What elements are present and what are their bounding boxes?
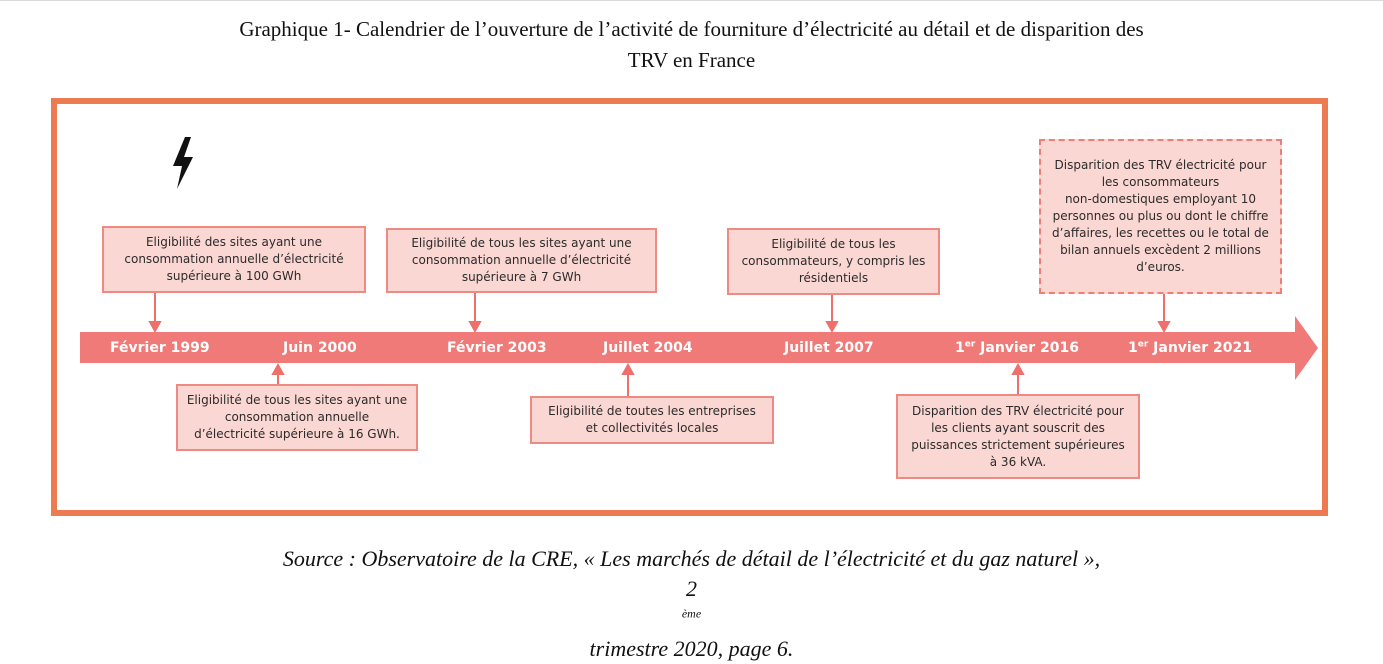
date-fevrier-1999: Février 1999 <box>110 340 210 356</box>
source-line-1: Source : Observatoire de la CRE, « Les m… <box>282 546 1101 571</box>
event-box-2016-line: les clients ayant souscrit des <box>931 420 1105 435</box>
event-box-2021-line: bilan annuels excèdent 2 millions <box>1060 243 1261 257</box>
connector-1999-head <box>148 321 162 334</box>
date-janvier-2016-sup: er <box>964 339 976 350</box>
event-box-2007-line: résidentiels <box>798 271 869 285</box>
figure-title-line-2: TRV en France <box>627 48 756 72</box>
timeline-graphic <box>80 292 1318 396</box>
event-box-2000-line: consommation annuelle <box>224 410 370 424</box>
connector-2000-head <box>271 362 285 375</box>
connector-2016-head <box>1011 362 1025 375</box>
event-box-1999-line: consommation annuelle d’électricité <box>124 252 344 266</box>
date-juillet-2007: Juillet 2007 <box>784 340 874 356</box>
date-juillet-2004: Juillet 2004 <box>603 340 693 356</box>
event-box-2021-line: Disparition des TRV électricité pour <box>1054 158 1267 172</box>
event-box-2021-line: d’affaires, les recettes ou le total de <box>1052 226 1269 240</box>
source-line-2-rest: trimestre 2020, page 6. <box>589 636 794 661</box>
event-box-2004: Eligibilité de toutes les entreprises et… <box>530 396 774 444</box>
date-janvier-2016-day: 1 <box>955 340 965 356</box>
source-line-2: 2 ème trimestre 2020, page 6. <box>0 574 1383 664</box>
date-janvier-2021-rest: Janvier 2021 <box>1148 340 1252 356</box>
figure-title: Graphique 1- Calendrier de l’ouverture d… <box>0 14 1383 76</box>
event-box-2000-line: d’électricité supérieure à 16 GWh. <box>194 427 400 441</box>
source-note: Source : Observatoire de la CRE, « Les m… <box>0 544 1383 664</box>
event-box-2007: Eligibilité de tous les consommateurs, y… <box>727 228 940 295</box>
event-box-2007-line: consommateurs, y compris les <box>741 254 926 268</box>
date-janvier-2021: 1er Janvier 2021 <box>1128 338 1252 358</box>
source-line-2-prefix: 2 <box>686 576 697 601</box>
connector-2003-head <box>468 321 482 334</box>
date-janvier-2016-rest: Janvier 2016 <box>975 340 1079 356</box>
event-box-2021-line: les consommateurs <box>1101 175 1220 189</box>
event-box-2003-line: Eligibilité de tous les sites ayant une <box>411 236 632 250</box>
event-box-2003-line: consommation annuelle d’électricité <box>411 253 632 267</box>
event-box-2004-line: et collectivités locales <box>585 421 719 435</box>
event-box-2000: Eligibilité de tous les sites ayant une … <box>176 384 418 451</box>
figure-title-line-1: Graphique 1- Calendrier de l’ouverture d… <box>239 17 1144 41</box>
date-fevrier-2003: Février 2003 <box>447 340 547 356</box>
event-box-2016-line: Disparition des TRV électricité pour <box>912 403 1124 418</box>
connector-2007-head <box>825 321 839 334</box>
connector-2021-head <box>1157 321 1171 334</box>
event-box-2021-line: personnes ou plus ou dont le chiffre <box>1052 209 1269 223</box>
top-rule <box>0 0 1383 1</box>
event-box-2021-line: non-domestiques employant 10 <box>1064 192 1257 206</box>
event-box-2016-line: puissances strictement supérieures <box>911 437 1125 452</box>
event-box-2021-line: d’euros. <box>1136 260 1185 274</box>
date-janvier-2021-day: 1 <box>1128 340 1138 356</box>
event-box-2003-line: supérieure à 7 GWh <box>461 270 582 284</box>
event-box-2004-line: Eligibilité de toutes les entreprises <box>548 404 756 418</box>
event-box-2003: Eligibilité de tous les sites ayant une … <box>386 228 657 293</box>
event-box-2016-line: à 36 kVA. <box>989 454 1047 469</box>
lightning-bolt-icon <box>173 137 193 189</box>
date-janvier-2016: 1er Janvier 2016 <box>955 338 1079 358</box>
event-box-1999-line: Eligibilité des sites ayant une <box>145 235 323 249</box>
connector-2004-head <box>621 362 635 375</box>
source-line-2-sup: ème <box>681 606 702 621</box>
date-janvier-2021-sup: er <box>1137 339 1149 350</box>
event-box-2016: Disparition des TRV électricité pour les… <box>896 394 1140 479</box>
event-box-1999: Eligibilité des sites ayant une consomma… <box>102 226 366 293</box>
event-box-2021: Disparition des TRV électricité pour les… <box>1039 139 1282 294</box>
date-juin-2000: Juin 2000 <box>283 340 357 356</box>
event-box-2000-line: Eligibilité de tous les sites ayant une <box>186 393 408 407</box>
event-box-1999-line: supérieure à 100 GWh <box>166 269 302 283</box>
timeline-arrow <box>80 316 1318 380</box>
event-box-2007-line: Eligibilité de tous les <box>771 237 896 251</box>
